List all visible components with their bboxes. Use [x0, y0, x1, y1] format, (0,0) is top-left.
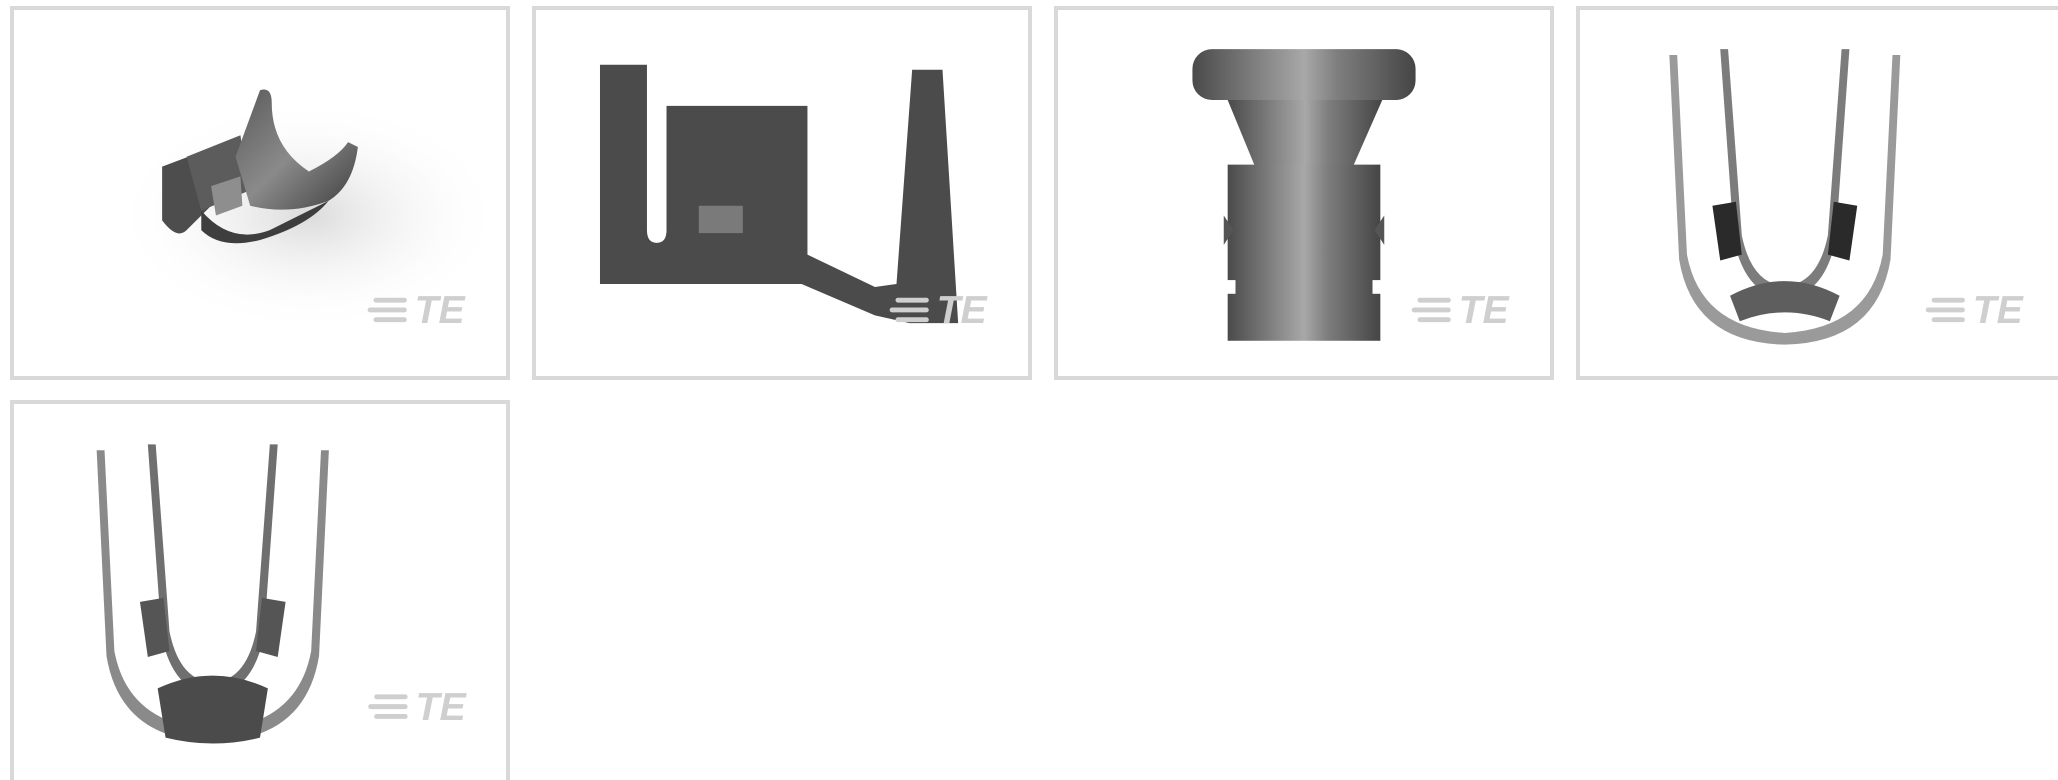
product-thumbnail-isometric[interactable]: TE [10, 6, 510, 380]
te-logo-icon: TE [1411, 289, 1511, 332]
te-logo-icon: TE [1925, 289, 2025, 332]
front-view-image: TE [1669, 49, 2025, 345]
product-thumbnail-front[interactable]: TE [1576, 6, 2058, 380]
svg-text:TE: TE [937, 289, 989, 332]
isometric-view-image: TE [113, 89, 505, 333]
svg-text:TE: TE [415, 289, 467, 332]
top-view-image: TE [1192, 49, 1511, 341]
svg-text:TE: TE [415, 685, 467, 729]
te-logo-icon: TE [368, 685, 468, 729]
rear-view-image: TE [96, 444, 468, 744]
product-thumbnail-rear[interactable]: TE [10, 400, 510, 780]
product-thumbnail-top[interactable]: TE [1054, 6, 1554, 380]
te-logo-icon: TE [367, 289, 467, 332]
svg-text:TE: TE [1973, 289, 2025, 332]
side-view-image: TE [599, 64, 989, 332]
product-thumbnail-side[interactable]: TE [532, 6, 1032, 380]
te-logo-icon: TE [889, 289, 989, 332]
svg-text:TE: TE [1459, 289, 1511, 332]
